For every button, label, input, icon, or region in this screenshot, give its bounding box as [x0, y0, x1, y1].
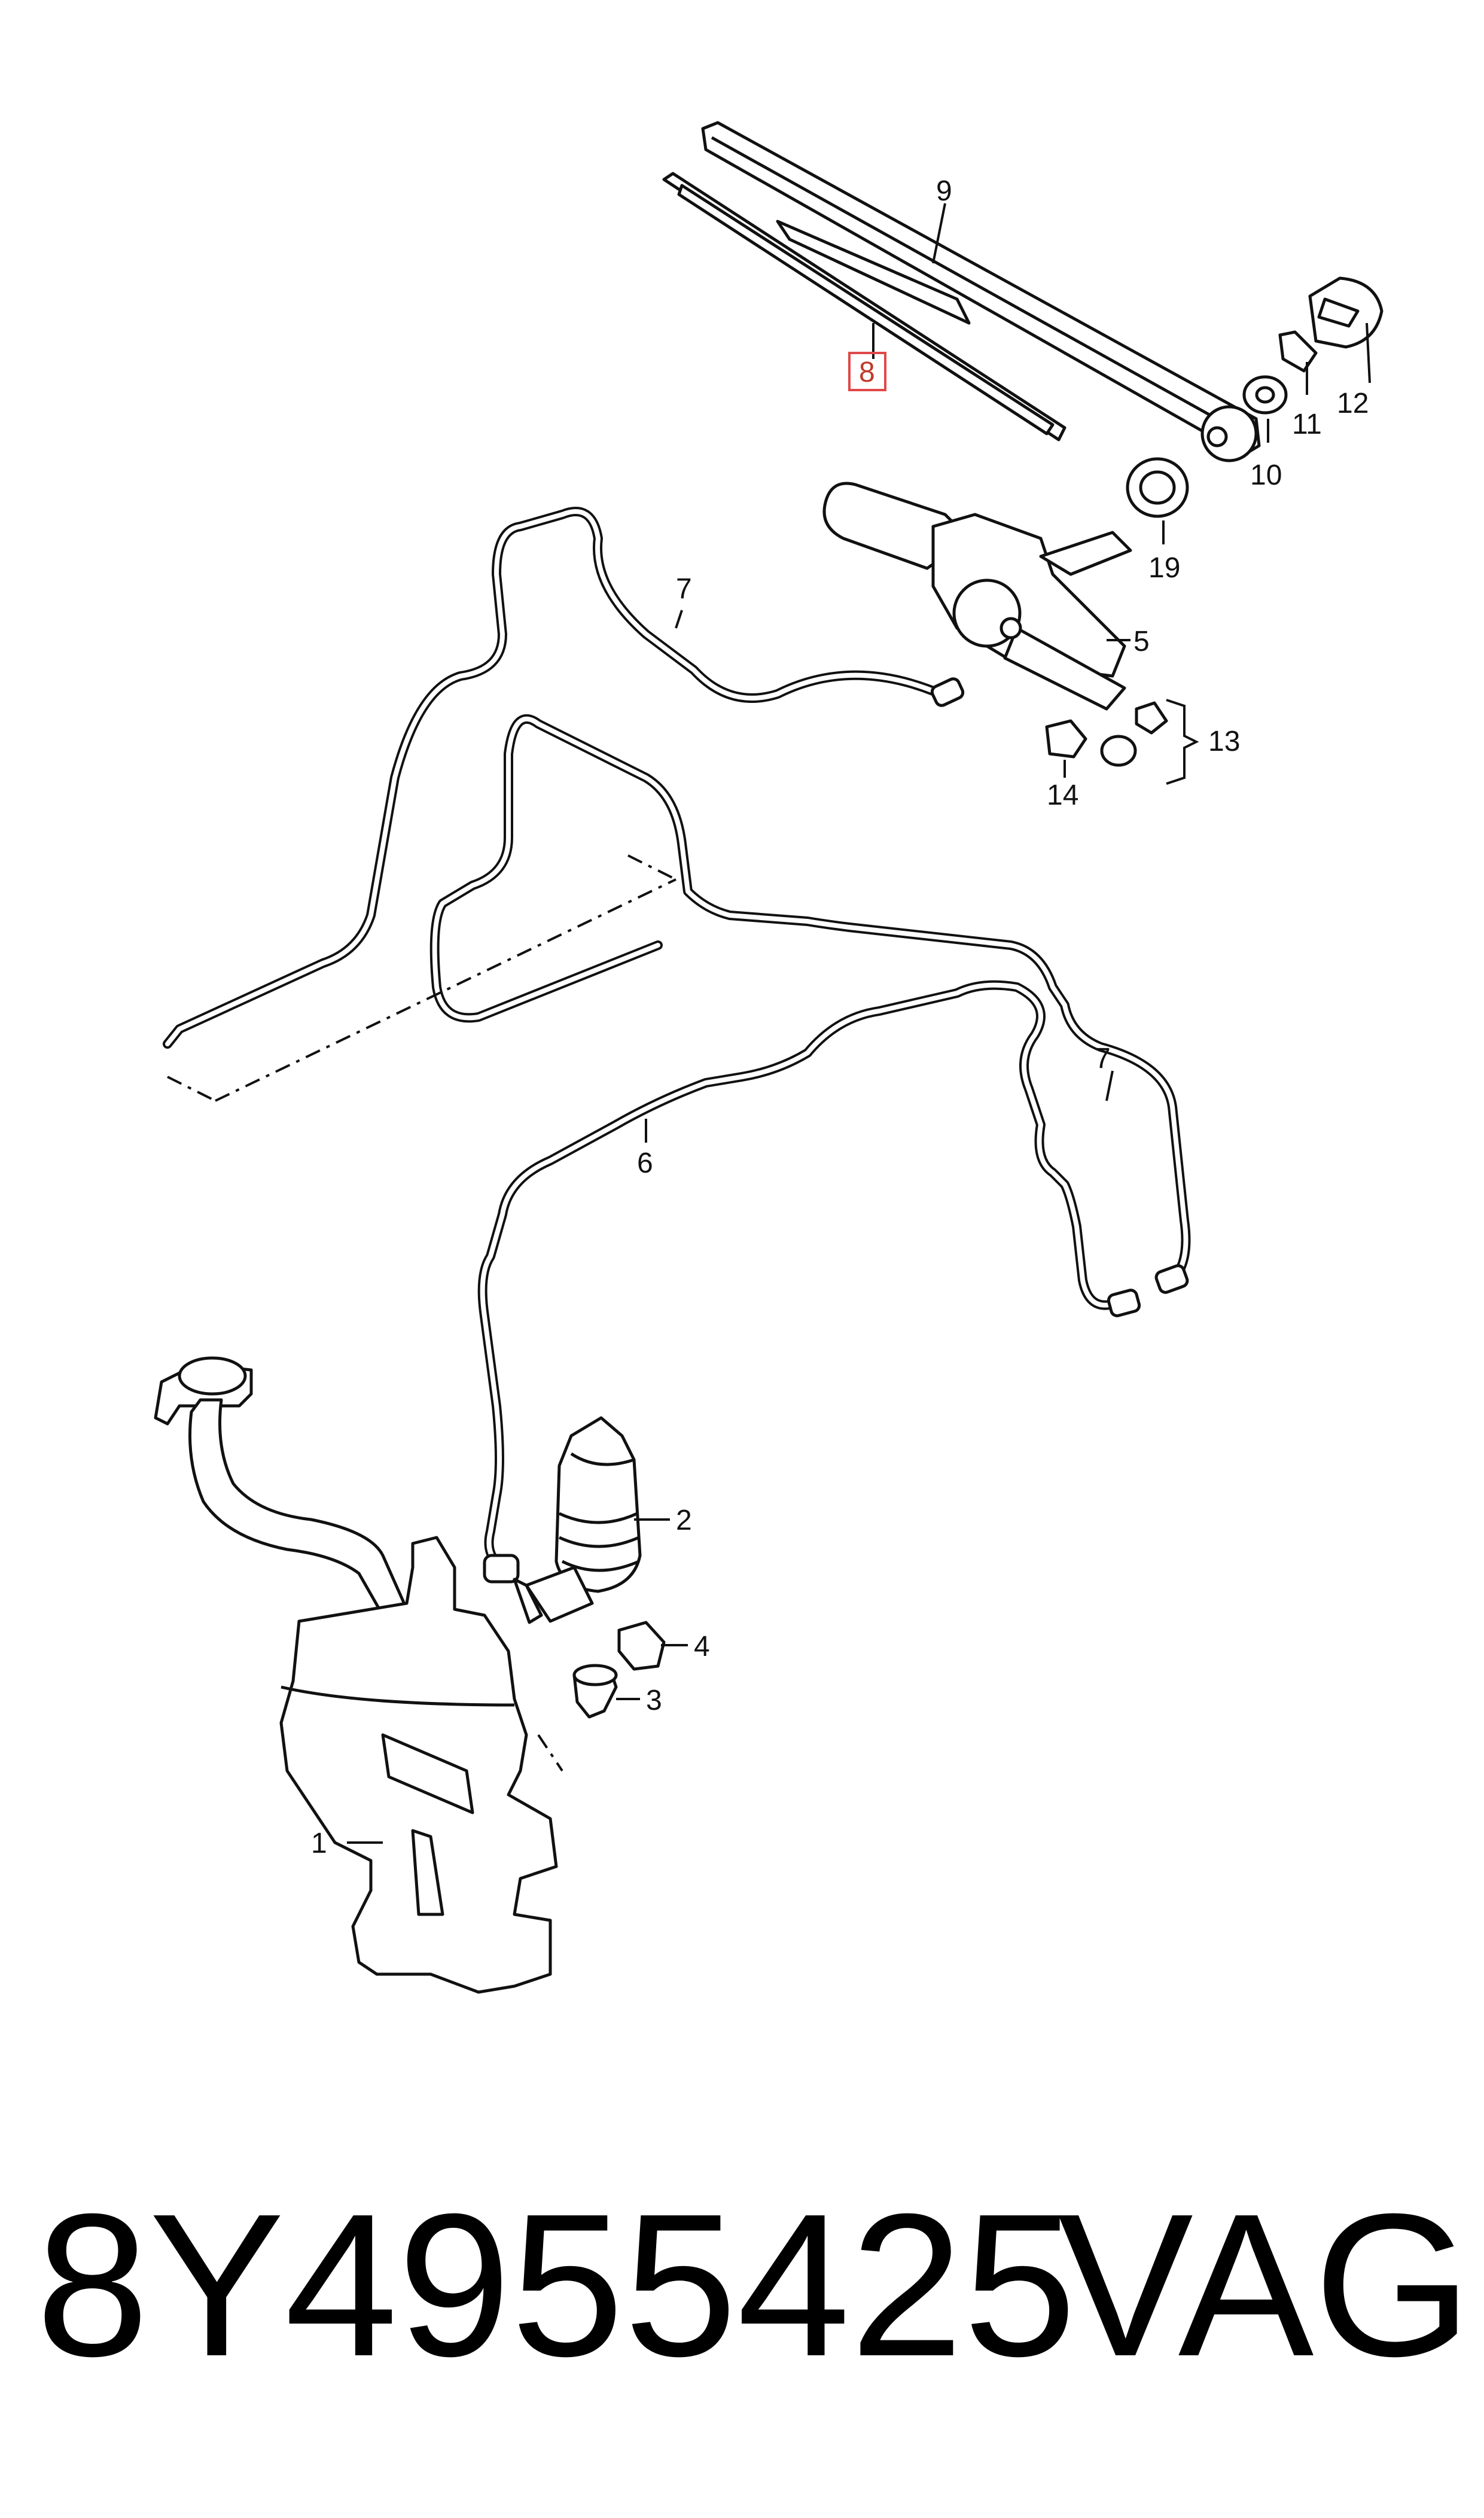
- brand-name: VAG: [1058, 2172, 1472, 2399]
- callout-8: 8: [859, 357, 875, 388]
- callout-19: 19: [1148, 552, 1180, 584]
- wiper-arm: [701, 121, 1261, 462]
- nut-part-11: [1278, 330, 1318, 373]
- callout-12: 12: [1337, 388, 1369, 419]
- washer-pump: [513, 1416, 642, 1624]
- callout-9: 9: [936, 175, 952, 207]
- callout-7-lower: 7: [1095, 1043, 1111, 1074]
- hose-connectors: [483, 677, 1189, 1584]
- callout-7-upper: 7: [676, 573, 692, 605]
- reference-outline: [167, 854, 677, 1772]
- plug-part-4: [617, 1621, 666, 1671]
- washer-reservoir: [154, 1356, 558, 1994]
- wiper-motor: [822, 482, 1132, 711]
- washer-hose-main: [429, 714, 1191, 1572]
- wiper-blade: [662, 172, 1066, 442]
- wiper-arm-cap: [1308, 276, 1384, 349]
- washer-hose-upper: [163, 507, 962, 1049]
- grommet-part-19: [1126, 457, 1189, 518]
- grommet-part-3: [572, 1664, 618, 1719]
- callout-11: 11: [1292, 409, 1322, 440]
- callout-5: 5: [1133, 626, 1150, 657]
- callout-6: 6: [637, 1147, 653, 1179]
- callout-2: 2: [676, 1505, 692, 1536]
- washer-part-10: [1242, 375, 1288, 415]
- nut-part-14: [1045, 719, 1087, 759]
- callout-8-highlight-box: [848, 352, 886, 391]
- part-number: 8Y4955425: [36, 2172, 1077, 2399]
- callout-4: 4: [694, 1631, 710, 1663]
- callout-10: 10: [1250, 459, 1282, 491]
- callout-13: 13: [1208, 726, 1240, 757]
- callout-14: 14: [1047, 780, 1078, 811]
- callout-labels: 9 8 12 11 10 19 7 5 13 14 7 6 2 4 3 1: [311, 175, 1369, 1859]
- callout-1: 1: [311, 1828, 327, 1859]
- bolt-part-13: [1100, 701, 1168, 767]
- callout-3: 3: [646, 1685, 662, 1716]
